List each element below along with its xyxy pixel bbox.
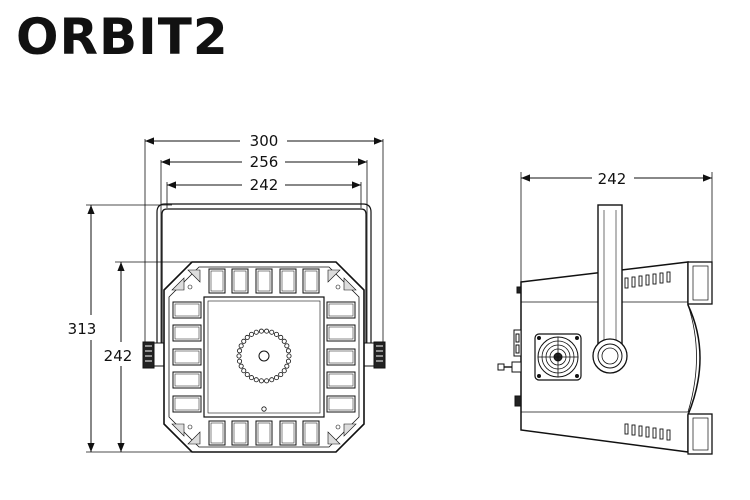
led-dot bbox=[281, 368, 287, 374]
dim-242-front-left-label: 242 bbox=[104, 347, 133, 365]
dim-242-side-label: 242 bbox=[598, 170, 627, 188]
center-led-ring bbox=[236, 328, 292, 384]
led-dot bbox=[253, 329, 259, 335]
vent-slots-bottom bbox=[624, 423, 671, 441]
dim-300-label: 300 bbox=[250, 132, 279, 150]
led-dot bbox=[258, 378, 264, 384]
led-dot bbox=[248, 375, 254, 381]
dim-313-label: 313 bbox=[68, 320, 97, 338]
led-dot bbox=[236, 353, 242, 359]
led-dot bbox=[278, 334, 284, 340]
led-dot bbox=[258, 328, 264, 334]
led-dot bbox=[286, 353, 292, 359]
led-dot bbox=[238, 343, 244, 349]
dim-313: 313 bbox=[66, 204, 200, 453]
center-lens bbox=[258, 350, 270, 362]
corner-grilles bbox=[171, 269, 357, 445]
led-dot bbox=[273, 331, 279, 337]
dim-256: 256 bbox=[160, 153, 368, 345]
bottom-indicator bbox=[261, 406, 267, 412]
led-dot bbox=[273, 375, 279, 381]
fan-grille bbox=[534, 333, 582, 381]
dim-256-label: 256 bbox=[250, 153, 279, 171]
led-dot bbox=[284, 343, 290, 349]
led-dot bbox=[285, 348, 291, 354]
left-knob bbox=[142, 341, 165, 369]
led-windows-top bbox=[208, 268, 320, 294]
led-dot bbox=[244, 372, 250, 378]
dim-242-front-top-label: 242 bbox=[250, 176, 279, 194]
led-windows-left bbox=[172, 301, 202, 413]
led-dot bbox=[281, 338, 287, 344]
side-yoke-knob bbox=[592, 338, 628, 374]
led-windows-bottom bbox=[208, 420, 320, 446]
dim-242-front-top: 242 bbox=[166, 176, 362, 208]
rear-connectors bbox=[497, 286, 522, 407]
right-knob bbox=[363, 341, 386, 369]
side-yoke-arm bbox=[597, 204, 623, 356]
led-dot bbox=[237, 348, 243, 354]
led-dot bbox=[241, 338, 247, 344]
led-dot bbox=[248, 331, 254, 337]
led-dot bbox=[284, 363, 290, 369]
led-dot bbox=[237, 358, 243, 364]
dim-300: 300 bbox=[144, 130, 384, 345]
led-dot bbox=[269, 329, 275, 335]
product-title: ORBIT2 bbox=[16, 8, 229, 66]
led-dot bbox=[278, 372, 284, 378]
dim-242-front-left: 242 bbox=[100, 261, 200, 452]
dim-242-side: 242 bbox=[520, 170, 713, 290]
led-dot bbox=[264, 378, 270, 384]
led-dot bbox=[241, 368, 247, 374]
front-view: 300 256 242 313 bbox=[66, 130, 386, 453]
led-dot bbox=[244, 334, 250, 340]
led-dot bbox=[238, 363, 244, 369]
led-dot bbox=[269, 377, 275, 383]
side-view: 242 bbox=[497, 170, 713, 455]
vent-slots-top bbox=[624, 271, 671, 289]
yoke-bracket bbox=[156, 203, 372, 345]
led-windows-right bbox=[326, 301, 356, 413]
led-dot bbox=[264, 328, 270, 334]
led-dot bbox=[253, 377, 259, 383]
fixture-body bbox=[163, 261, 365, 453]
led-dot bbox=[285, 358, 291, 364]
